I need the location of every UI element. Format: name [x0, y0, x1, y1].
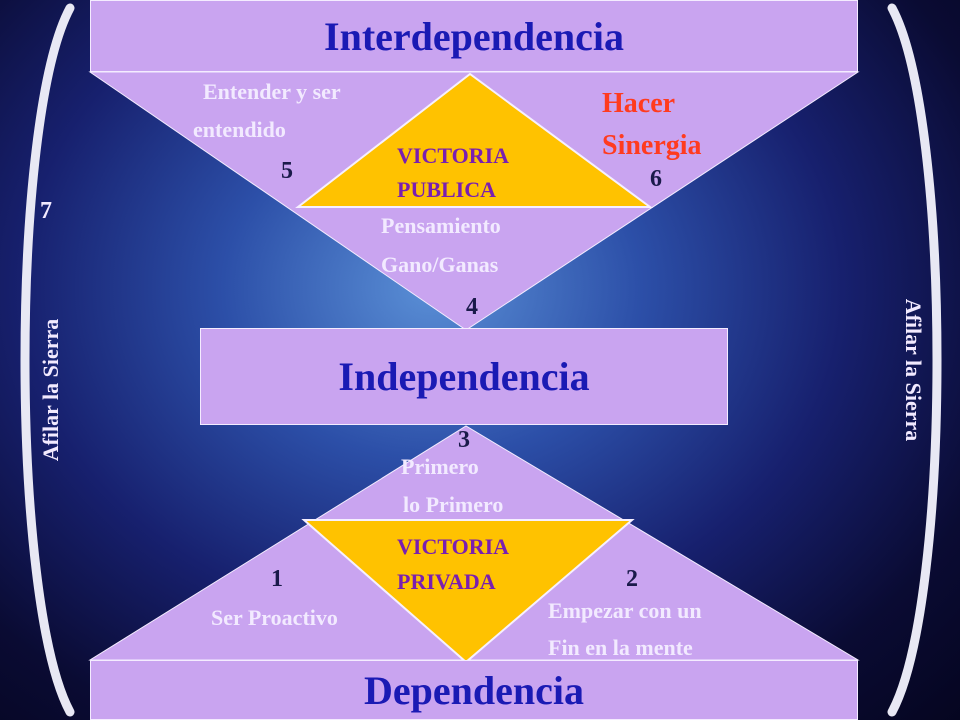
public-victory-label-2: PUBLICA: [397, 177, 497, 202]
habit-number-6: 6: [650, 166, 662, 192]
right-cycle-arc: [887, 3, 942, 717]
private-victory-triangle: [301, 519, 635, 664]
public-victory-triangle: [295, 72, 654, 208]
habit-3-label-1: Primero: [401, 454, 479, 479]
private-victory-label-2: PRIVADA: [397, 569, 496, 594]
habit-number-2: 2: [626, 566, 638, 592]
left-sharpen-saw-label: Afilar la Sierra: [38, 318, 63, 462]
habit-6-label-2: Sinergia: [602, 130, 702, 161]
interdependence-box: Interdependencia: [90, 0, 858, 72]
habit-6-label-1: Hacer: [602, 88, 676, 119]
habit-number-3: 3: [458, 427, 470, 453]
right-sharpen-saw-label: Afilar la Sierra: [901, 298, 926, 442]
habit-2-label-2: Fin en la mente: [548, 635, 693, 660]
habit-5-label-1: Entender y ser: [203, 79, 341, 104]
left-cycle-arc: [20, 3, 75, 717]
habit-4-label-1: Pensamiento: [381, 213, 501, 238]
habit-2-label-1: Empezar con un: [548, 598, 702, 623]
habit-5-label-2: entendido: [193, 117, 286, 142]
independence-box: Independencia: [200, 328, 728, 425]
habit-1-label: Ser Proactivo: [211, 605, 338, 630]
habit-number-4: 4: [466, 294, 478, 320]
habit-number-5: 5: [281, 158, 293, 184]
habit-number-7: 7: [40, 198, 52, 224]
habit-3-label-2: lo Primero: [403, 492, 504, 517]
dependence-box: Dependencia: [90, 660, 858, 720]
private-victory-label-1: VICTORIA: [397, 534, 510, 559]
habit-number-1: 1: [271, 566, 283, 592]
habit-4-label-2: Gano/Ganas: [381, 252, 499, 277]
public-victory-label-1: VICTORIA: [397, 143, 510, 168]
